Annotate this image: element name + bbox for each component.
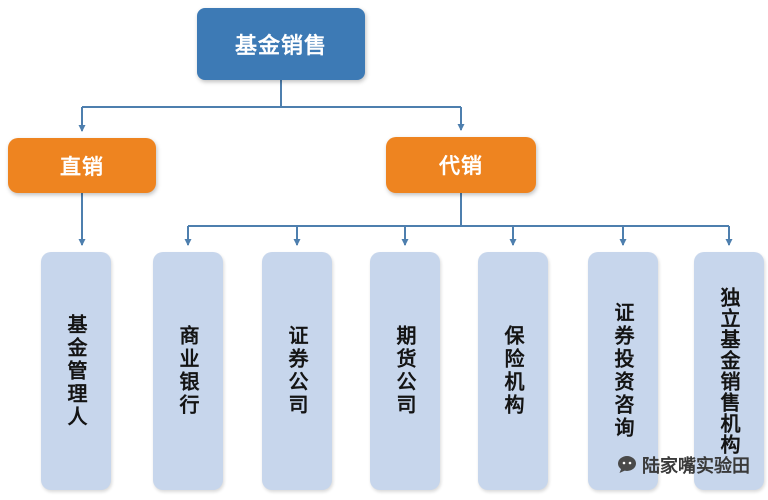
root-node-label: 基金销售: [234, 34, 327, 59]
leaf-securities-company: 证券公司: [262, 252, 332, 490]
leaf-securities-company-label: 证券公司: [285, 325, 309, 417]
leaf-commercial-bank: 商业银行: [153, 252, 223, 490]
leaf-fund-manager: 基金管理人: [41, 252, 111, 490]
leaf-independent-fund-sales-agency-label: 独立基金销售机构: [717, 287, 741, 455]
branch-agency-sales-label: 代销: [439, 154, 483, 178]
leaf-independent-fund-sales-agency: 独立基金销售机构: [694, 252, 764, 490]
leaf-insurance-institution: 保险机构: [478, 252, 548, 490]
branch-direct-sales-label: 直销: [60, 154, 104, 179]
branch-direct-sales: 直销: [8, 138, 156, 193]
leaf-securities-investment-consulting-label: 证券投资咨询: [611, 302, 635, 440]
chat-bubble-icon: [617, 455, 637, 475]
branch-agency-sales: 代销: [386, 137, 536, 193]
leaf-securities-investment-consulting: 证券投资咨询: [588, 252, 658, 490]
root-node-fund-sales: 基金销售: [197, 8, 365, 80]
leaf-futures-company-label: 期货公司: [393, 325, 417, 417]
leaf-fund-manager-label: 基金管理人: [64, 313, 88, 429]
leaf-futures-company: 期货公司: [370, 252, 440, 490]
leaf-insurance-institution-label: 保险机构: [501, 325, 525, 417]
watermark-label: 陆家嘴实验田: [642, 456, 750, 477]
watermark: 陆家嘴实验田: [617, 452, 750, 478]
leaf-commercial-bank-label: 商业银行: [176, 325, 200, 417]
